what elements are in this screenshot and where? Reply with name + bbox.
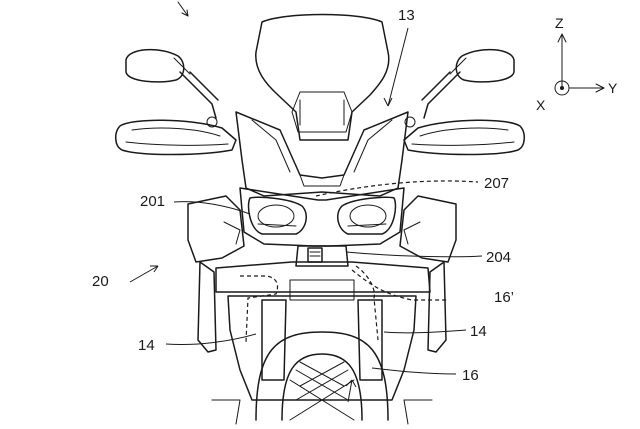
label-16-prime: 16’ — [494, 289, 514, 306]
mirror-left — [125, 48, 219, 128]
headlight-unit — [239, 187, 405, 247]
hidden-lines — [240, 180, 479, 343]
label-204: 204 — [486, 249, 511, 266]
label-13: 13 — [398, 7, 415, 24]
x-axis-out-of-page-icon — [554, 80, 570, 96]
label-14-right: 14 — [470, 323, 487, 340]
front-fairing — [235, 111, 409, 197]
side-panels — [187, 195, 457, 353]
label-16: 16 — [462, 367, 479, 384]
reference-labels: 13 201 207 204 20 16’ 14 14 16 — [92, 7, 514, 384]
x-axis-dot-icon — [560, 86, 564, 90]
front-forks — [261, 299, 383, 381]
axis-label-y: Y — [608, 80, 618, 96]
mirror-right — [404, 48, 515, 128]
label-14-left: 14 — [138, 337, 155, 354]
leader-lines — [129, 27, 483, 403]
label-20: 20 — [92, 273, 109, 290]
coordinate-axes: Z Y X — [536, 15, 618, 113]
windscreen — [255, 13, 390, 141]
handguard-left — [115, 119, 237, 156]
handguard-right — [403, 119, 525, 156]
label-201: 201 — [140, 193, 165, 210]
front-wheel — [211, 331, 433, 425]
label-207: 207 — [484, 175, 509, 192]
lower-fairing — [215, 261, 431, 401]
axis-label-z: Z — [555, 15, 564, 31]
arrow-top-left — [177, 1, 189, 17]
axis-label-x: X — [536, 97, 546, 113]
sensor-block — [295, 245, 349, 267]
